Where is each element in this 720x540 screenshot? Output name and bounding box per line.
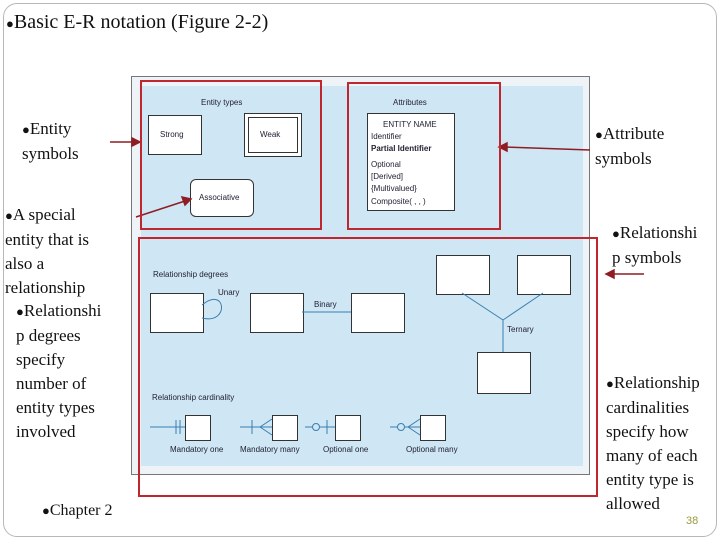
bullet-icon: ● — [42, 503, 50, 518]
bullet-icon: ● — [6, 16, 14, 31]
unary-label: Unary — [218, 288, 240, 297]
relationship-symbols-arrowhead — [604, 268, 615, 280]
associative-arrowhead — [180, 195, 193, 207]
optional-many-label: Optional many — [406, 445, 458, 454]
cardinalities-note: ●Relationship cardinalities specify how … — [606, 373, 700, 513]
bullet-icon: ● — [5, 208, 13, 223]
binary-entity-right-box — [351, 293, 405, 333]
slide-title: ●Basic E-R notation (Figure 2-2) — [6, 11, 269, 33]
entity-symbols-highlight — [140, 80, 322, 230]
associative-entity-label: Associative — [199, 193, 240, 202]
attribute-multivalued: {Multivalued} — [371, 184, 417, 193]
attribute-composite: Composite( , , ) — [371, 197, 426, 206]
attributes-heading: Attributes — [393, 98, 427, 107]
attribute-optional: Optional — [371, 160, 401, 169]
attribute-derived: [Derived] — [371, 172, 404, 181]
mandatory-one-symbol — [150, 420, 185, 434]
special-entity-note: ●A special entity that is also a relatio… — [5, 205, 90, 297]
relationship-cardinality-heading: Relationship cardinality — [152, 393, 235, 402]
attribute-symbols-arrowhead — [497, 141, 508, 153]
mandatory-many-label: Mandatory many — [240, 445, 300, 454]
ternary-line-left — [461, 292, 504, 321]
bullet-icon: ● — [612, 226, 620, 241]
attributes-entity-box — [367, 113, 455, 211]
attribute-partial-identifier: Partial Identifier — [371, 144, 432, 153]
bullet-icon: ● — [606, 376, 614, 391]
entity-symbols-note: ●Entity symbols — [22, 119, 79, 163]
weak-entity-inner-box — [248, 117, 298, 153]
attributes-entity-name: ENTITY NAME — [383, 120, 437, 129]
optional-one-label: Optional one — [323, 445, 369, 454]
relationship-symbols-note: ●Relationshi p symbols — [612, 223, 698, 267]
binary-label: Binary — [314, 300, 337, 309]
ternary-line-right — [502, 292, 544, 321]
attribute-identifier: Identifier — [371, 132, 402, 141]
relationship-symbols-highlight — [138, 237, 598, 497]
optional-one-box — [335, 415, 361, 441]
entity-types-heading: Entity types — [201, 98, 243, 107]
binary-entity-left-box — [250, 293, 304, 333]
optional-many-symbol — [390, 418, 421, 436]
chapter-note: ●Chapter 2 — [42, 502, 113, 519]
attribute-symbols-highlight — [347, 82, 501, 230]
entity-symbols-arrowhead — [131, 136, 142, 148]
mandatory-many-box — [272, 415, 298, 441]
relationship-degrees-note: ●Relationshi p degrees specify number of… — [16, 301, 102, 441]
unary-relationship-line — [201, 298, 222, 320]
weak-entity-label: Weak — [260, 130, 281, 139]
ternary-label: Ternary — [507, 325, 534, 334]
bullet-icon: ● — [22, 122, 30, 137]
ternary-entity-bottom-box — [477, 352, 531, 394]
figure-panel — [141, 86, 583, 466]
ternary-entity-right-box — [517, 255, 571, 295]
relationship-degrees-heading: Relationship degrees — [153, 270, 229, 279]
optional-one-symbol — [305, 420, 335, 434]
unary-entity-box — [150, 293, 204, 333]
ternary-entity-left-box — [436, 255, 490, 295]
mandatory-many-symbol — [240, 418, 273, 436]
bullet-icon: ● — [16, 304, 24, 319]
optional-many-box — [420, 415, 446, 441]
strong-entity-box — [148, 115, 202, 155]
attribute-symbols-note: ●Attribute symbols — [595, 124, 665, 168]
associative-arrow — [135, 200, 186, 218]
attribute-symbols-arrow — [504, 146, 591, 151]
mandatory-one-label: Mandatory one — [170, 445, 224, 454]
slide-frame — [3, 3, 717, 537]
mandatory-one-box — [185, 415, 211, 441]
associative-entity-box — [190, 179, 254, 217]
strong-entity-label: Strong — [160, 130, 184, 139]
bullet-icon: ● — [595, 127, 603, 142]
page-number: 38 — [686, 515, 699, 527]
